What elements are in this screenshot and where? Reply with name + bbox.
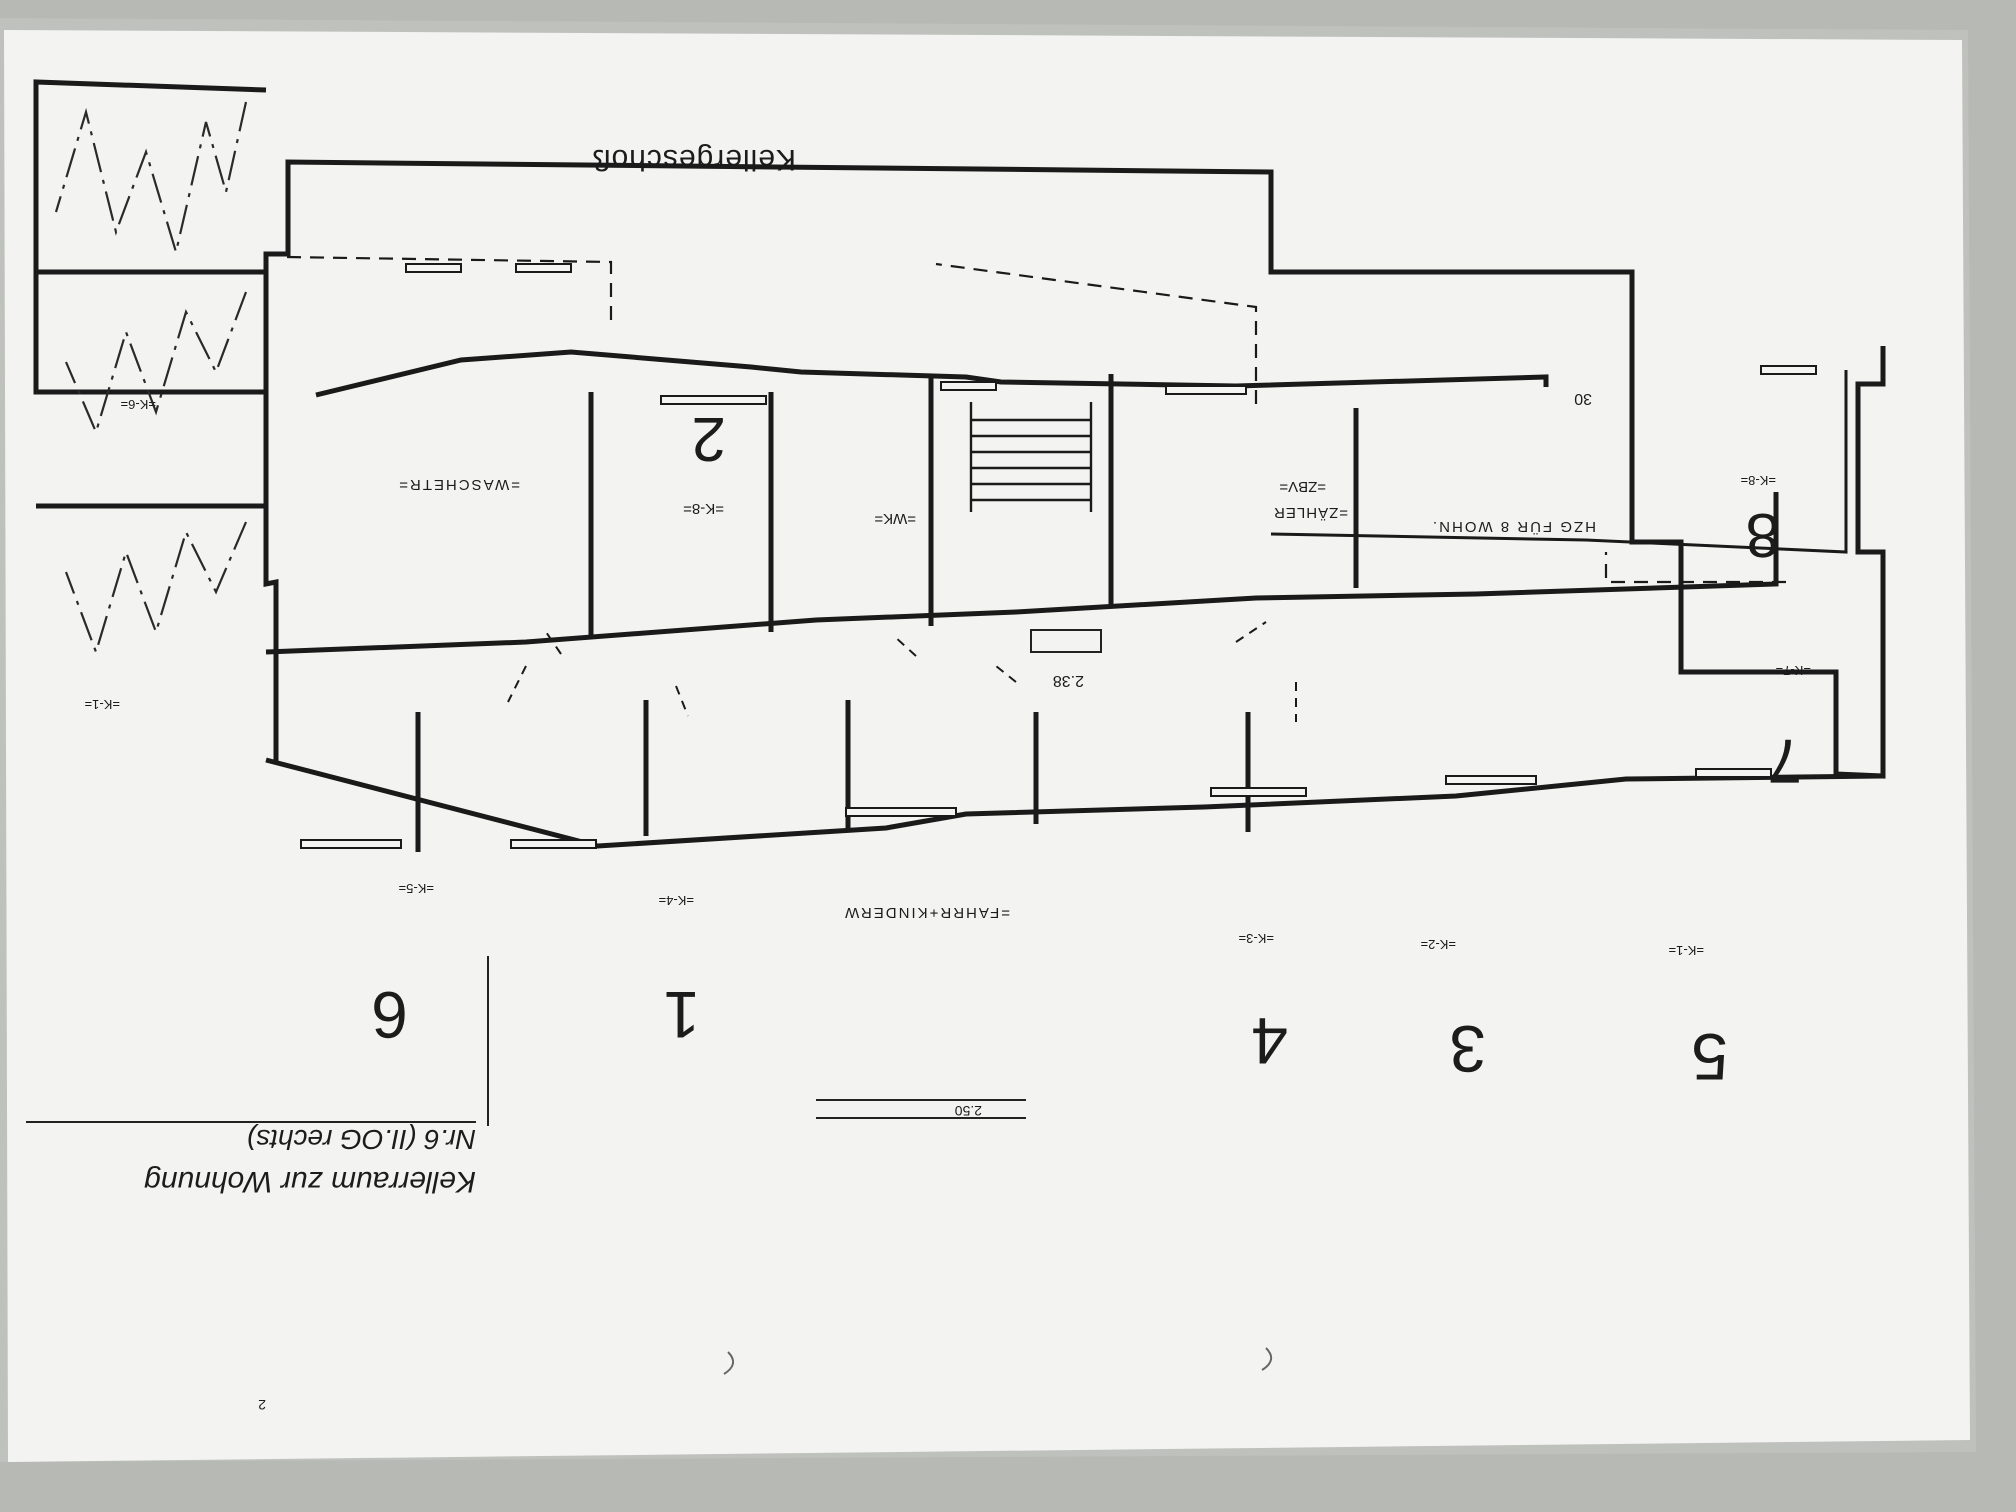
room-label-zbv: =ZBV=	[1279, 478, 1326, 495]
dashed-outline-k7	[1604, 552, 1786, 584]
room-label-k6-annex: =K-6=	[121, 397, 156, 412]
outer-wall-bottom	[265, 757, 1884, 849]
window	[1445, 775, 1537, 785]
room-label-k-left: =K-1=	[85, 697, 120, 712]
handwritten-number-6: 6	[371, 978, 408, 1052]
handwritten-number-3: 3	[1449, 1012, 1486, 1086]
door-swing	[893, 635, 917, 657]
window	[300, 839, 402, 849]
room-label-k3: =K-3=	[1239, 931, 1274, 946]
handwritten-number-4: 4	[1251, 1004, 1288, 1078]
room-label-k8: =K-8=	[683, 500, 724, 517]
window	[1210, 787, 1307, 797]
annotation-line-1: Kellerraum zur Wohnung	[144, 1165, 476, 1198]
plan-title: Kellergeschoß	[591, 143, 796, 176]
room-label-fahrrad: =FAHRR+KINDERW	[843, 904, 1010, 921]
interior-wall-corridor-lower	[265, 492, 1779, 655]
window	[660, 395, 767, 405]
room-label-hzg: HZG FÜR 8 WOHN.	[1431, 518, 1596, 536]
hall-marker	[1030, 629, 1102, 653]
room-label-k7: =K-7=	[1776, 663, 1811, 678]
door-swing	[675, 685, 689, 717]
dimension-250: 2.50	[955, 1103, 982, 1119]
handwritten-number-7: 7	[1768, 726, 1802, 795]
room-label-waschetr: =WASCHETR=	[397, 476, 520, 493]
page-number: 2	[258, 1397, 266, 1413]
room-label-zaehler: =ZÄHLER	[1273, 504, 1348, 521]
room-label-k8-right: =K-8=	[1741, 473, 1776, 488]
window	[845, 807, 957, 817]
window	[1695, 768, 1772, 778]
room-label-k1: =K-1=	[1669, 943, 1704, 958]
window	[940, 381, 997, 391]
annex-scribbles	[64, 291, 248, 436]
dashed-outline-right	[935, 262, 1258, 404]
room-label-k4: =K-4=	[659, 893, 694, 908]
punch-hole-mark	[1261, 1347, 1273, 1371]
door-swing	[1235, 621, 1267, 643]
dimension-238: 2.38	[1053, 672, 1084, 689]
window	[1165, 385, 1247, 395]
annotation-line-2: Nr.6 (II.OG rechts)	[247, 1124, 476, 1155]
room-label-k5: =K-5=	[399, 881, 434, 896]
window	[405, 263, 462, 273]
door-swing	[507, 665, 527, 703]
staircase	[969, 402, 1093, 512]
interior-wall-top	[1270, 370, 1848, 554]
door-swing	[545, 631, 562, 655]
paper-sheet	[4, 30, 1970, 1462]
window	[510, 839, 597, 849]
punch-hole-mark	[723, 1351, 735, 1375]
dashed-outline-left	[285, 255, 613, 320]
window	[1760, 365, 1817, 375]
interior-wall-corridor-upper	[315, 349, 1549, 398]
annex-scribbles	[54, 101, 248, 257]
annex-wall	[33, 79, 267, 395]
room-label-k2: =K-2=	[1421, 937, 1456, 952]
handwritten-number-5: 5	[1691, 1020, 1728, 1094]
window	[515, 263, 572, 273]
plan-drawing: Kellergeschoß Kellerraum zur Wohnung Nr.…	[26, 79, 1886, 1413]
handwritten-number-8: 8	[1746, 500, 1780, 569]
annex-scribbles	[64, 521, 248, 656]
handwritten-number-2: 2	[692, 404, 726, 473]
dimension-30: 30	[1574, 390, 1592, 407]
door-swing	[995, 665, 1017, 683]
handwritten-number-1: 1	[663, 978, 700, 1052]
room-label-wk: =WK=	[874, 510, 916, 527]
